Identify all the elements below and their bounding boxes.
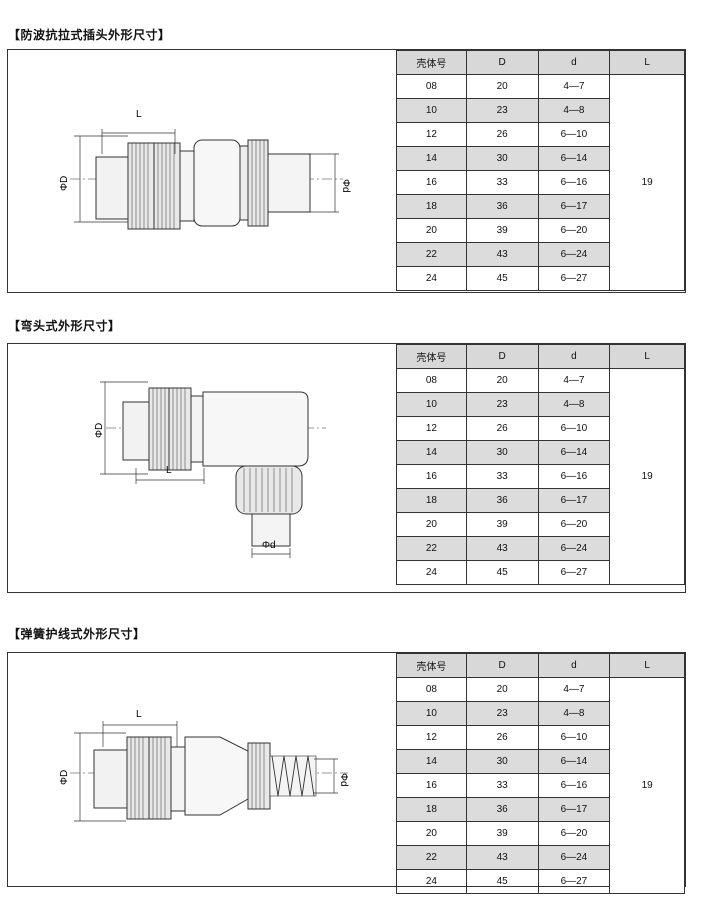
header-shell: 壳体号: [396, 344, 467, 369]
dim-D-label: ΦD: [59, 770, 70, 785]
dim-d-label: Φd: [340, 179, 351, 193]
L-value: 19: [609, 74, 685, 291]
dim-L-label: L: [136, 109, 142, 120]
header-D: D: [465, 653, 539, 678]
dim-D-label: ΦD: [94, 423, 105, 438]
dim-d-label: Φd: [338, 773, 349, 787]
straight-plug-drawing: L ΦD Φd: [59, 109, 351, 230]
L-value: 19: [609, 677, 685, 894]
header-D: D: [465, 50, 539, 75]
header-L: L: [609, 50, 685, 75]
header-d: d: [537, 653, 611, 678]
section-3-title: 【弹簧护线式外形尺寸】: [8, 627, 146, 641]
header-L: L: [609, 344, 685, 369]
dim-D-label: ΦD: [59, 176, 70, 191]
header-L: L: [609, 653, 685, 678]
dim-d-label: Φd: [262, 540, 276, 551]
section-2-title: 【弯头式外形尺寸】: [8, 319, 121, 333]
section-1-title: 【防波抗拉式插头外形尺寸】: [8, 28, 171, 42]
header-d: d: [537, 50, 611, 75]
dim-L-label: L: [136, 709, 142, 720]
L-value: 19: [609, 368, 685, 585]
spring-plug-drawing: L ΦD Φd: [59, 709, 349, 822]
header-shell: 壳体号: [396, 50, 467, 75]
header-d: d: [537, 344, 611, 369]
header-D: D: [465, 344, 539, 369]
header-shell: 壳体号: [396, 653, 467, 678]
dim-L-label: L: [166, 465, 172, 476]
elbow-plug-drawing: ΦD L Φd: [94, 381, 326, 558]
